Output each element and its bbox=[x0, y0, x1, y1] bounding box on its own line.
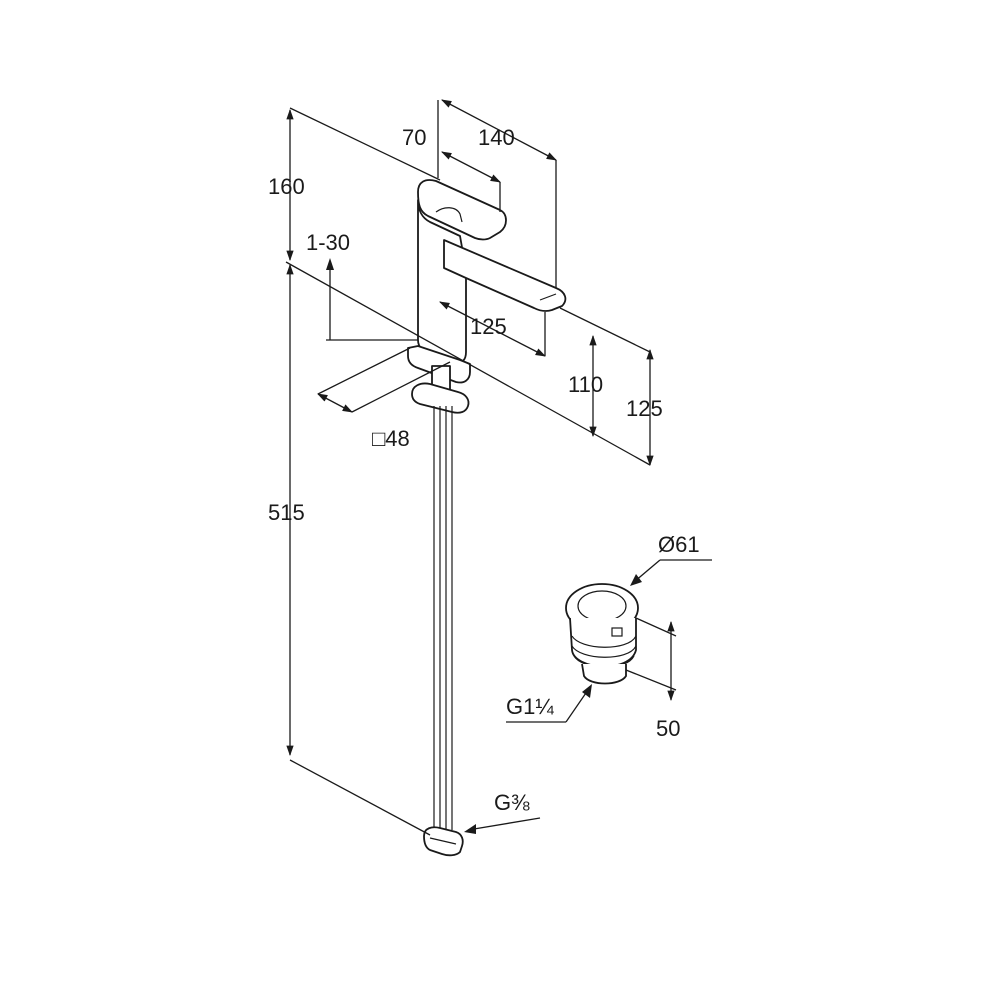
ext-50-top bbox=[635, 617, 677, 637]
drain-thread-2 bbox=[571, 645, 637, 658]
dim-70-line bbox=[441, 151, 501, 183]
ext-counter-level bbox=[285, 261, 651, 466]
label-1-30: 1-30 bbox=[306, 230, 350, 255]
lever-detail bbox=[435, 207, 463, 223]
drain-valve bbox=[506, 559, 712, 723]
label-g1-1-4: G1¼ bbox=[506, 694, 554, 719]
leader-g1-1-4 bbox=[565, 689, 589, 723]
label-g3-8: G⅜ bbox=[494, 790, 530, 815]
ext-50-bottom bbox=[625, 669, 677, 691]
spout-outlet bbox=[539, 293, 557, 301]
ext-48-a bbox=[317, 347, 411, 395]
faucet-body bbox=[407, 179, 567, 857]
drain-thread-1 bbox=[571, 635, 637, 648]
label-160: 160 bbox=[268, 174, 305, 199]
label-50: 50 bbox=[656, 716, 680, 741]
drain-tail bbox=[581, 663, 627, 685]
ext-160-top bbox=[289, 107, 441, 181]
label-110: 110 bbox=[568, 372, 603, 397]
label-70: 70 bbox=[402, 125, 426, 150]
faucet-base bbox=[407, 345, 471, 384]
label-125-spout: 125 bbox=[470, 314, 507, 339]
dimension-lines bbox=[285, 99, 654, 836]
leader-g3-8-arrow bbox=[464, 824, 476, 834]
leader-d61-arrow bbox=[630, 574, 642, 586]
dim-1-30-arrow bbox=[326, 258, 334, 270]
label-515: 515 bbox=[268, 500, 305, 525]
fixing-washer bbox=[411, 382, 470, 414]
label-48: □48 bbox=[372, 426, 410, 451]
leader-g1-1-4-arrow bbox=[582, 684, 592, 698]
dimension-labels: 160 1-30 70 140 125 110 125 □48 515 Ø61 … bbox=[268, 125, 700, 815]
drain-slot bbox=[611, 627, 623, 637]
ext-spout-outlet bbox=[559, 307, 651, 353]
lever-handle bbox=[417, 179, 507, 241]
dim-48-line bbox=[317, 393, 353, 413]
label-d61: Ø61 bbox=[658, 532, 700, 557]
ext-48-b bbox=[351, 361, 451, 413]
dim-125-spout-line bbox=[439, 301, 546, 357]
label-125-height: 125 bbox=[626, 396, 663, 421]
ext-515-bottom bbox=[289, 759, 431, 836]
hose-fitting-detail bbox=[429, 837, 457, 845]
leader-g3-8 bbox=[467, 817, 541, 831]
dim-140-line bbox=[441, 99, 557, 161]
label-140: 140 bbox=[478, 125, 515, 150]
